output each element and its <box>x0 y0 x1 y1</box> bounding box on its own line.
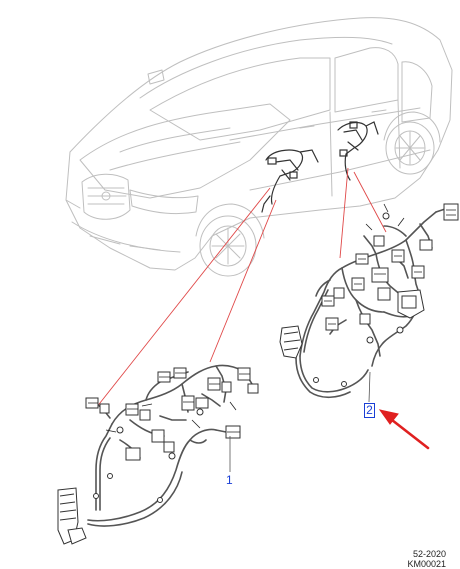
callout-1[interactable]: 1 <box>226 473 233 487</box>
harness-2 <box>295 207 457 399</box>
callout-leaders <box>229 371 371 472</box>
figure-code: 52-2020 <box>412 549 446 559</box>
vehicle-illustration <box>65 17 453 277</box>
leader-lines <box>95 167 387 409</box>
harness-1-detail <box>88 372 250 433</box>
pointer-arrow <box>378 409 430 450</box>
callout-2[interactable]: 2 <box>364 403 375 418</box>
harness-2-detail <box>324 203 456 325</box>
harness-2-connectors <box>279 203 459 387</box>
in-vehicle-harness <box>261 121 379 213</box>
reference-code: KM00021 <box>407 559 446 569</box>
harness-1-connectors <box>57 367 259 545</box>
